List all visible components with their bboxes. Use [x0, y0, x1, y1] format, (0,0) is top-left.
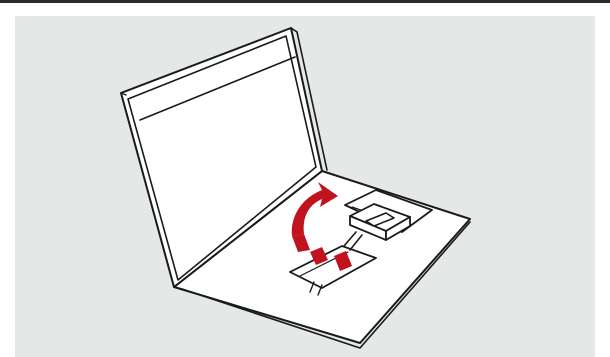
figure-frame: [0, 0, 610, 357]
laptop-illustration: [0, 0, 610, 357]
